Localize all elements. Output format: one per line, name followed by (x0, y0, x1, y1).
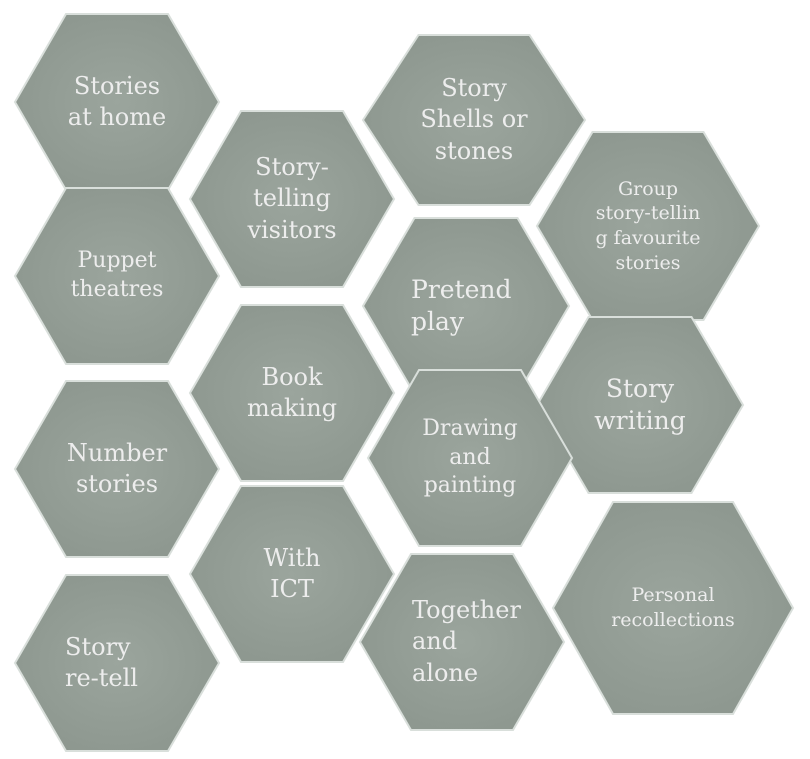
hexagon-story-telling-visitors (188, 110, 396, 288)
hexagon-drawing-painting (366, 369, 574, 547)
hexagon-pretend-play (361, 217, 571, 395)
hexagon-puppet-theatres (13, 187, 221, 365)
hexagon-number-stories (13, 380, 221, 558)
hexagon-story-retell (13, 574, 221, 752)
hexagon-together-alone (358, 553, 566, 731)
hexagon-story-writing (535, 316, 745, 494)
hexagon-stories-at-home (13, 13, 221, 191)
hexagon-group-story-telling (535, 131, 761, 321)
hexagon-book-making (188, 304, 396, 482)
hexagon-with-ict (188, 485, 396, 663)
hexagon-story-shells (361, 34, 587, 206)
hexagon-personal-recollections (551, 501, 795, 715)
